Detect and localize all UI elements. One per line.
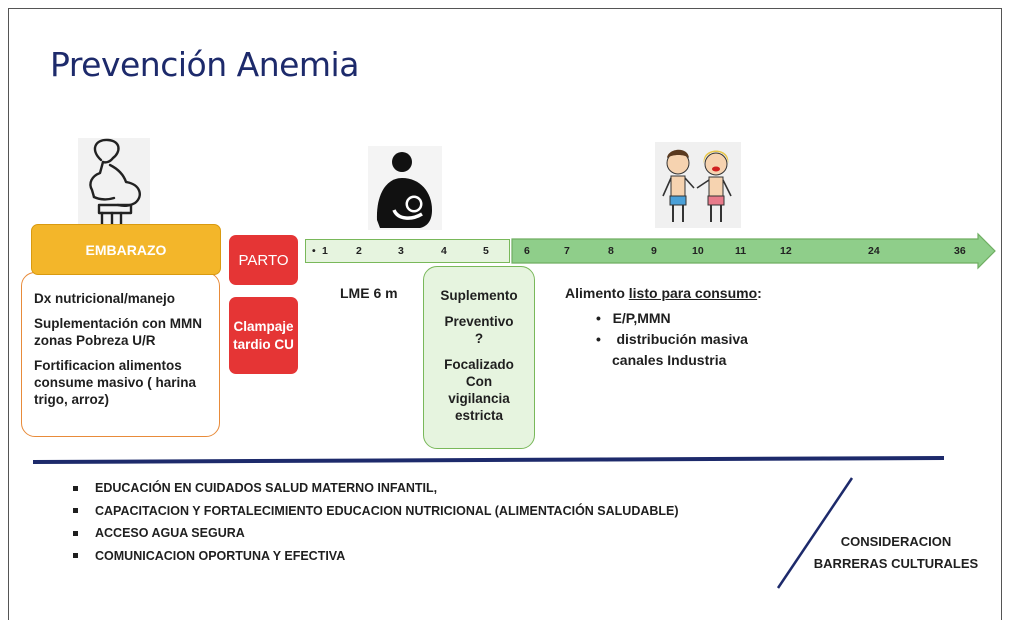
alimento-item-text: distribución masiva bbox=[616, 331, 748, 347]
children-icon bbox=[655, 142, 741, 228]
timeline-segment-months-6-36: 6 7 8 9 10 11 12 24 36 bbox=[512, 239, 978, 263]
action-item: ACCESO AGUA SEGURA bbox=[73, 522, 679, 545]
parto-box: PARTO bbox=[229, 235, 298, 285]
action-item: CAPACITACION Y FORTALECIMIENTO EDUCACION… bbox=[73, 500, 679, 523]
suplemento-line: Suplemento bbox=[440, 288, 518, 303]
timeline-tick: 6 bbox=[524, 245, 530, 257]
square-bullet-icon bbox=[73, 485, 78, 491]
actions-list: EDUCACIÓN EN CUIDADOS SALUD MATERNO INFA… bbox=[73, 477, 679, 567]
alimento-prefix: Alimento bbox=[565, 285, 625, 301]
slide-frame bbox=[8, 8, 1002, 620]
alimento-item: • distribución masiva bbox=[596, 331, 748, 347]
timeline-tick: 24 bbox=[868, 245, 880, 257]
timeline-tick: 36 bbox=[954, 245, 966, 257]
alimento-item: canales Industria bbox=[596, 350, 748, 371]
timeline-bullet: • bbox=[312, 245, 316, 257]
clampaje-line: tardio CU bbox=[233, 336, 294, 352]
timeline-tick: 9 bbox=[651, 245, 657, 257]
timeline-tick: 5 bbox=[483, 245, 489, 257]
clampaje-box: Clampaje tardio CU bbox=[229, 297, 298, 374]
embarazo-item: Dx nutricional/manejo bbox=[34, 291, 176, 306]
suplemento-line: Preventivo bbox=[444, 314, 514, 329]
square-bullet-icon bbox=[73, 553, 78, 559]
clampaje-line: Clampaje bbox=[233, 318, 294, 334]
square-bullet-icon bbox=[73, 508, 78, 514]
consideracion-label: CONSIDERACION BARRERAS CULTURALES bbox=[803, 531, 989, 575]
embarazo-details: Dx nutricional/manejo Suplementación con… bbox=[34, 290, 224, 416]
timeline-tick: 8 bbox=[608, 245, 614, 257]
action-text: EDUCACIÓN EN CUIDADOS SALUD MATERNO INFA… bbox=[95, 481, 438, 495]
alimento-item: • E/P,MMN bbox=[596, 310, 671, 326]
square-bullet-icon bbox=[73, 530, 78, 536]
alimento-list: • E/P,MMN • distribución masiva canales … bbox=[596, 308, 748, 371]
suplemento-line: ? bbox=[474, 331, 484, 346]
consideracion-line: CONSIDERACION bbox=[840, 534, 952, 549]
timeline-tick: 12 bbox=[780, 245, 792, 257]
pregnant-woman-icon bbox=[78, 138, 150, 230]
timeline-arrow bbox=[511, 232, 996, 270]
alimento-heading: Alimento listo para consumo: bbox=[565, 285, 762, 301]
page-title: Prevención Anemia bbox=[50, 45, 359, 84]
timeline-tick: 10 bbox=[692, 245, 704, 257]
timeline-tick: 1 bbox=[322, 245, 328, 257]
lme-label: LME 6 m bbox=[340, 285, 398, 301]
action-text: CAPACITACION Y FORTALECIMIENTO EDUCACION… bbox=[95, 503, 679, 518]
consideracion-line: BARRERAS CULTURALES bbox=[813, 556, 979, 571]
action-item: EDUCACIÓN EN CUIDADOS SALUD MATERNO INFA… bbox=[73, 477, 679, 500]
suplemento-line: Con bbox=[465, 374, 493, 389]
divider-line bbox=[32, 456, 945, 464]
embarazo-box: EMBARAZO bbox=[31, 224, 221, 275]
breastfeeding-mother-icon bbox=[368, 146, 442, 230]
suplemento-line: vigilancia bbox=[448, 391, 510, 406]
alimento-underlined: listo para consumo bbox=[628, 285, 758, 301]
timeline-tick: 3 bbox=[398, 245, 404, 257]
alimento-item-text: canales Industria bbox=[612, 352, 727, 368]
embarazo-item: Suplementación con MMN zonas Pobreza U/R bbox=[34, 316, 203, 348]
action-text: ACCESO AGUA SEGURA bbox=[95, 526, 245, 540]
alimento-item-text: E/P,MMN bbox=[612, 310, 671, 326]
timeline-tick: 11 bbox=[735, 245, 747, 257]
action-text: COMUNICACION OPORTUNA Y EFECTIVA bbox=[95, 548, 346, 563]
alimento-suffix: : bbox=[757, 285, 762, 301]
suplemento-line: estricta bbox=[454, 408, 504, 423]
timeline-segment-months-1-5: • 1 2 3 4 5 bbox=[305, 239, 510, 263]
action-item: COMUNICACION OPORTUNA Y EFECTIVA bbox=[73, 545, 679, 568]
embarazo-item: Fortificacion alimentos consume masivo (… bbox=[34, 358, 197, 407]
timeline-tick: 4 bbox=[441, 245, 447, 257]
suplemento-box: Suplemento Preventivo ? Focalizado Con v… bbox=[423, 266, 535, 449]
timeline-tick: 2 bbox=[356, 245, 362, 257]
suplemento-line: Focalizado bbox=[444, 357, 514, 372]
diagonal-slash bbox=[776, 477, 854, 589]
timeline-tick: 7 bbox=[564, 245, 570, 257]
